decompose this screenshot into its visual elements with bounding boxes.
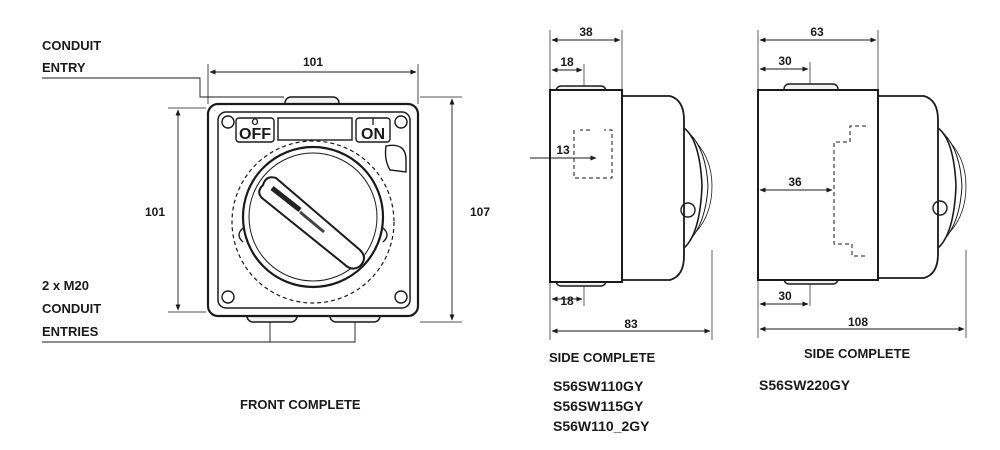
side1-cover	[622, 95, 685, 281]
side1-dim-18-top-text: 18	[560, 55, 574, 69]
dial-handle-grip	[270, 186, 302, 212]
front-view	[42, 64, 462, 343]
conduit-entry-label-line2: ENTRY	[42, 60, 86, 75]
dial-inner-ring	[248, 152, 378, 282]
m20-label-line1: 2 x M20	[42, 278, 89, 293]
leader-conduit-entry	[42, 77, 284, 98]
screw-tl	[221, 115, 235, 129]
side-view-1	[530, 30, 713, 340]
side1-dim-13-text: 13	[556, 143, 570, 157]
side2-dim-30-bottom-text: 30	[778, 289, 792, 303]
side1-dim-38-text: 38	[579, 25, 593, 39]
screw-bl	[221, 290, 235, 304]
front-caption: FRONT COMPLETE	[240, 397, 361, 412]
dial-notch-left	[238, 227, 244, 243]
dim-width-top-text: 101	[303, 55, 323, 69]
off-label: OFF	[239, 126, 271, 143]
m20-label-line3: ENTRIES	[42, 324, 99, 339]
off-box	[235, 117, 275, 143]
on-label: ON	[361, 126, 385, 143]
side1-knob	[680, 202, 696, 218]
dim-height-right-text: 107	[470, 205, 490, 219]
screw-br	[394, 290, 408, 304]
dial-dashed-ring	[231, 140, 395, 304]
dial-notch-right	[382, 227, 388, 243]
side2-body	[757, 89, 879, 281]
side1-model-1: S56SW110GY	[553, 378, 644, 394]
leader-m20	[42, 322, 356, 343]
screw-tr	[394, 115, 408, 129]
side1-dim-83-text: 83	[624, 317, 638, 331]
m20-label-line2: CONDUIT	[42, 301, 102, 316]
side1-dim-18-bottom-text: 18	[560, 294, 574, 308]
side1-internal-dashed	[573, 129, 613, 179]
conduit-entry-label-line1: CONDUIT	[42, 38, 102, 53]
lock-tab	[384, 144, 407, 173]
side2-caption: SIDE COMPLETE	[804, 346, 911, 361]
side2-cover	[878, 95, 939, 279]
side2-model-1: S56SW220GY	[759, 377, 851, 393]
label-window	[277, 117, 353, 141]
dim-height-left-text: 101	[145, 205, 165, 219]
enclosure-plate	[217, 111, 411, 309]
on-symbol: I	[372, 117, 375, 127]
side2-dim-63-text: 63	[810, 25, 824, 39]
side2-dim-36-text: 36	[788, 175, 802, 189]
side1-model-2: S56SW115GY	[553, 398, 644, 414]
dial-handle-text	[299, 210, 325, 234]
side2-internal-dashed	[833, 125, 866, 257]
side1-caption: SIDE COMPLETE	[549, 350, 656, 365]
on-box	[355, 117, 391, 143]
side1-body	[549, 89, 623, 283]
side2-dim-108-text: 108	[848, 315, 868, 329]
side1-model-3: S56W110_2GY	[553, 418, 650, 434]
side2-dim-30-top-text: 30	[778, 54, 792, 68]
side2-knob	[932, 200, 948, 216]
off-symbol: O	[251, 117, 258, 127]
side-view-2	[757, 30, 967, 338]
